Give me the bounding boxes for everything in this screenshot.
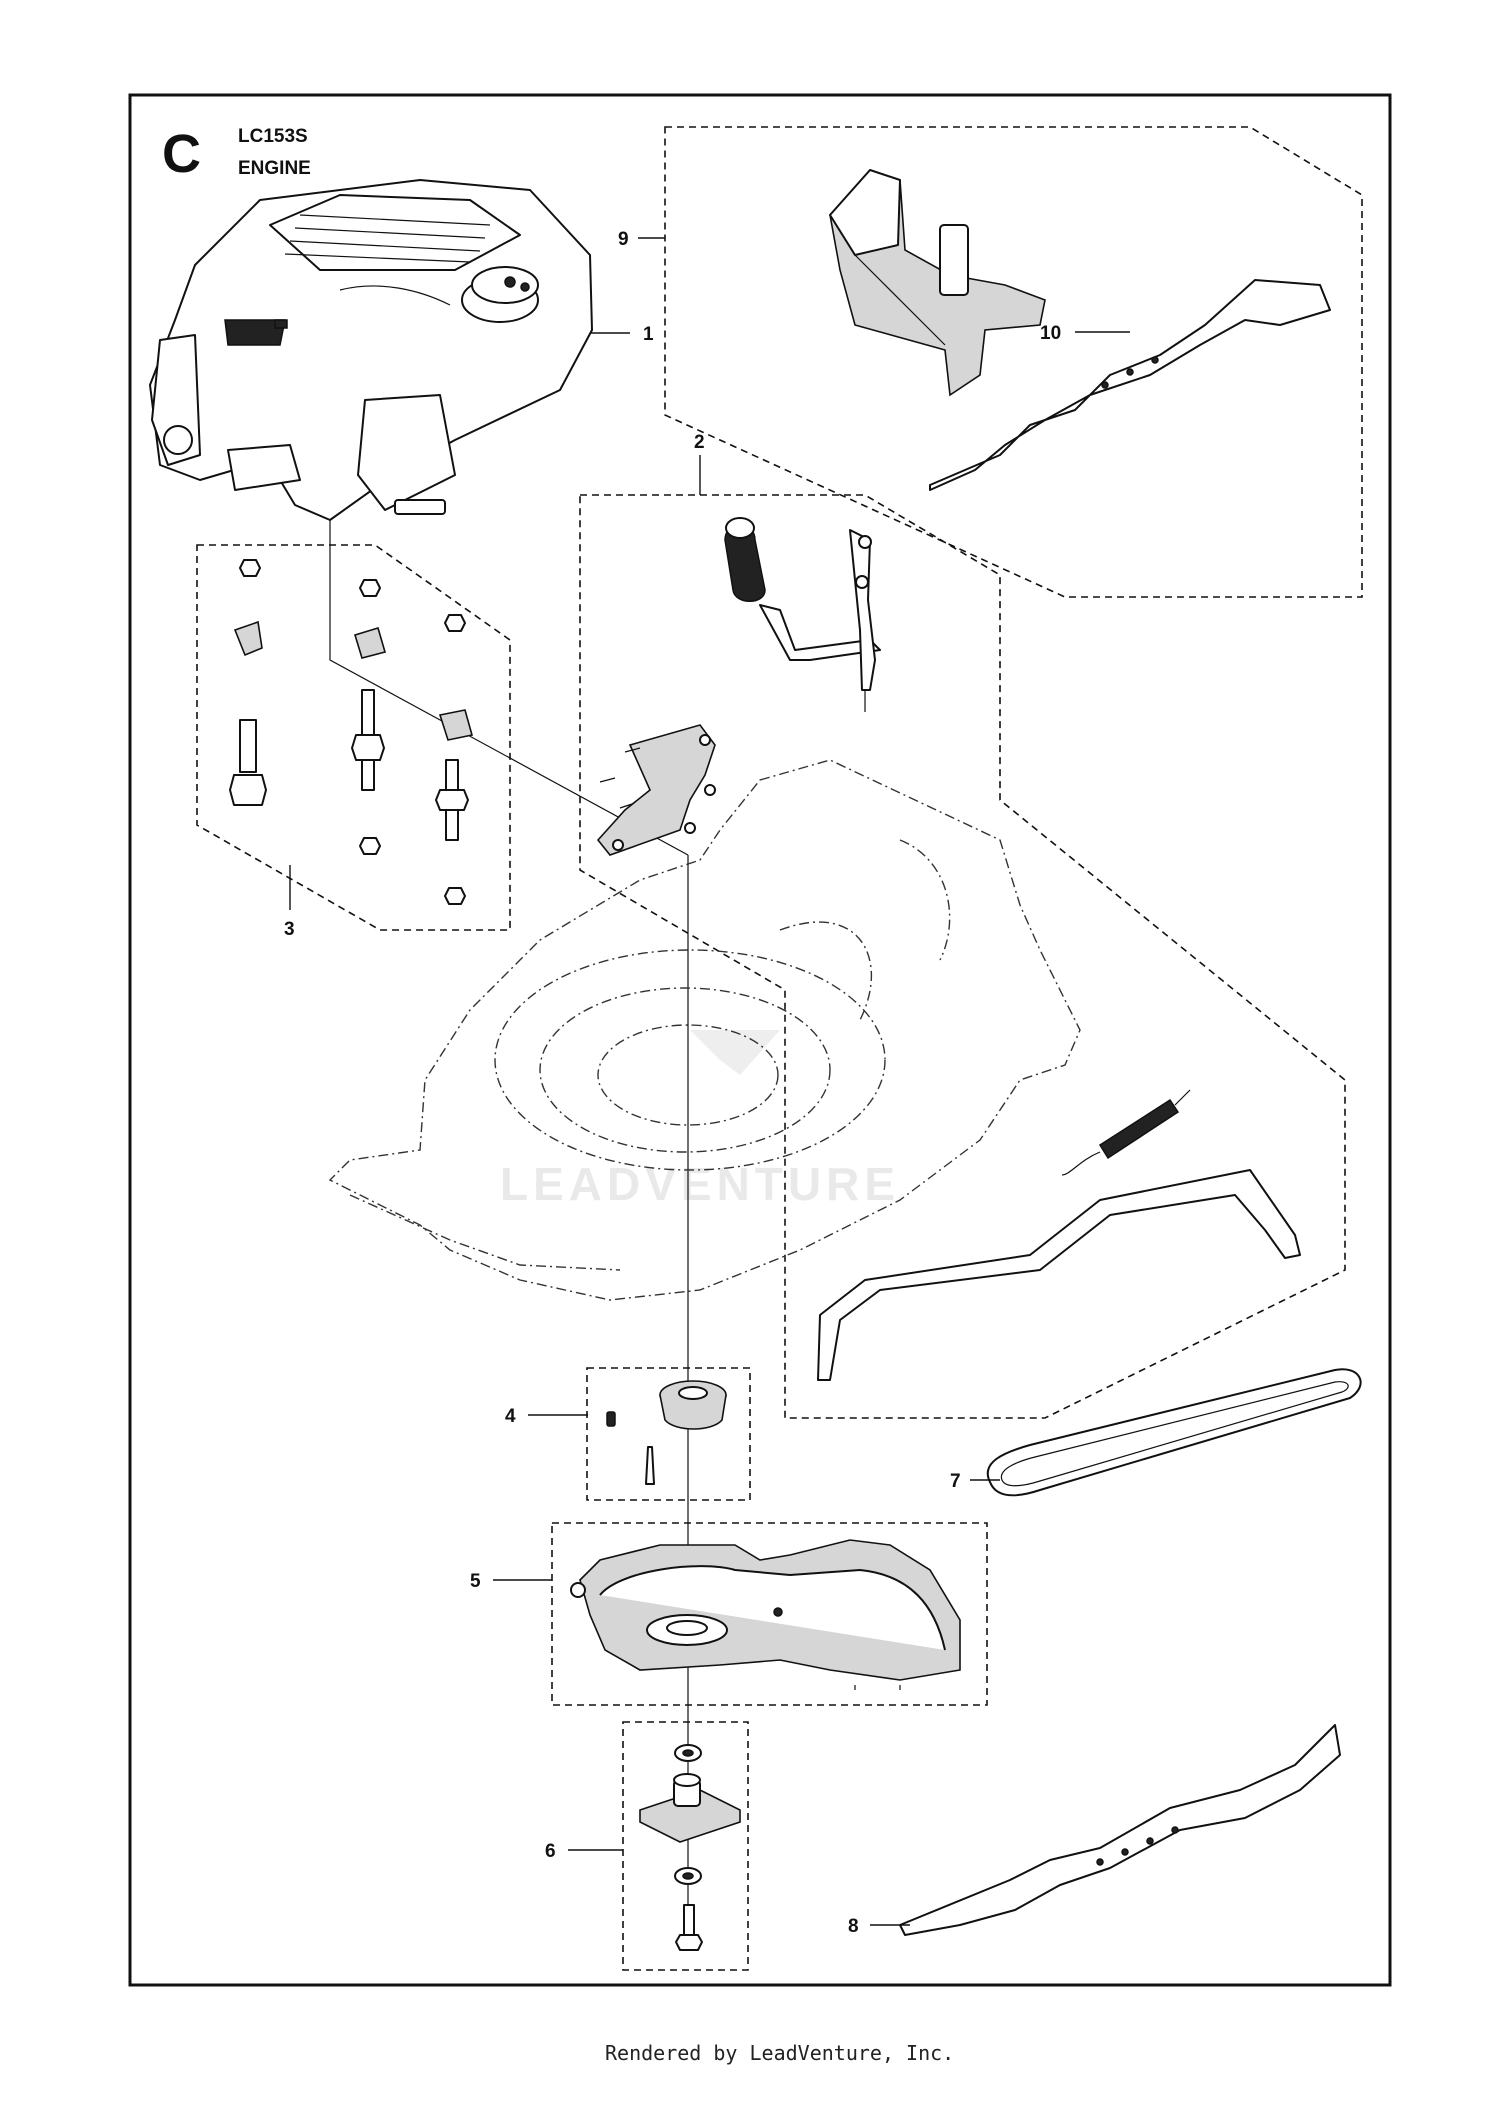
callout-9[interactable]: 9 xyxy=(618,229,629,250)
callout-6[interactable]: 6 xyxy=(545,1841,556,1862)
blade-illustration xyxy=(899,1724,1341,1936)
callout-3[interactable]: 3 xyxy=(284,919,295,940)
blade-adapter-illustration xyxy=(639,1744,741,1951)
section-letter: C xyxy=(162,124,201,184)
group-box-bushing xyxy=(586,1367,751,1501)
callout-4[interactable]: 4 xyxy=(505,1406,516,1427)
mulch-plug-illustration xyxy=(829,169,1046,397)
blade-guard-illustration xyxy=(570,1539,961,1690)
group-box-bolts xyxy=(196,544,511,931)
diagram-frame xyxy=(128,93,1392,1987)
model-number: LC153S xyxy=(238,126,308,147)
group-box-mulch-kit xyxy=(664,126,1363,598)
group-box-handle xyxy=(579,494,1346,1419)
diagram-title: ENGINE xyxy=(238,158,311,179)
mulching-blade-illustration xyxy=(929,279,1331,491)
handle-lever-illustration xyxy=(596,517,1301,1381)
mower-deck-ghost xyxy=(328,759,1081,1301)
callout-8[interactable]: 8 xyxy=(848,1916,859,1937)
svg-text:LEADVENTURE: LEADVENTURE xyxy=(500,1158,900,1210)
engine-illustration xyxy=(149,179,593,521)
callout-1[interactable]: 1 xyxy=(643,324,654,345)
callout-7[interactable]: 7 xyxy=(950,1471,961,1492)
callout-2[interactable]: 2 xyxy=(694,432,705,453)
bolt-kit-illustration xyxy=(229,559,474,905)
callout-10[interactable]: 10 xyxy=(1040,323,1061,344)
footer-credit: Rendered by LeadVenture, Inc. xyxy=(605,2041,954,2065)
group-box-adapter xyxy=(622,1721,749,1971)
drive-belt-illustration xyxy=(986,1368,1362,1497)
watermark: LEADVENTURE xyxy=(500,1030,900,1210)
bushing-kit-illustration xyxy=(606,1380,727,1485)
group-box-blade-guard xyxy=(551,1522,988,1706)
callout-5[interactable]: 5 xyxy=(470,1571,481,1592)
